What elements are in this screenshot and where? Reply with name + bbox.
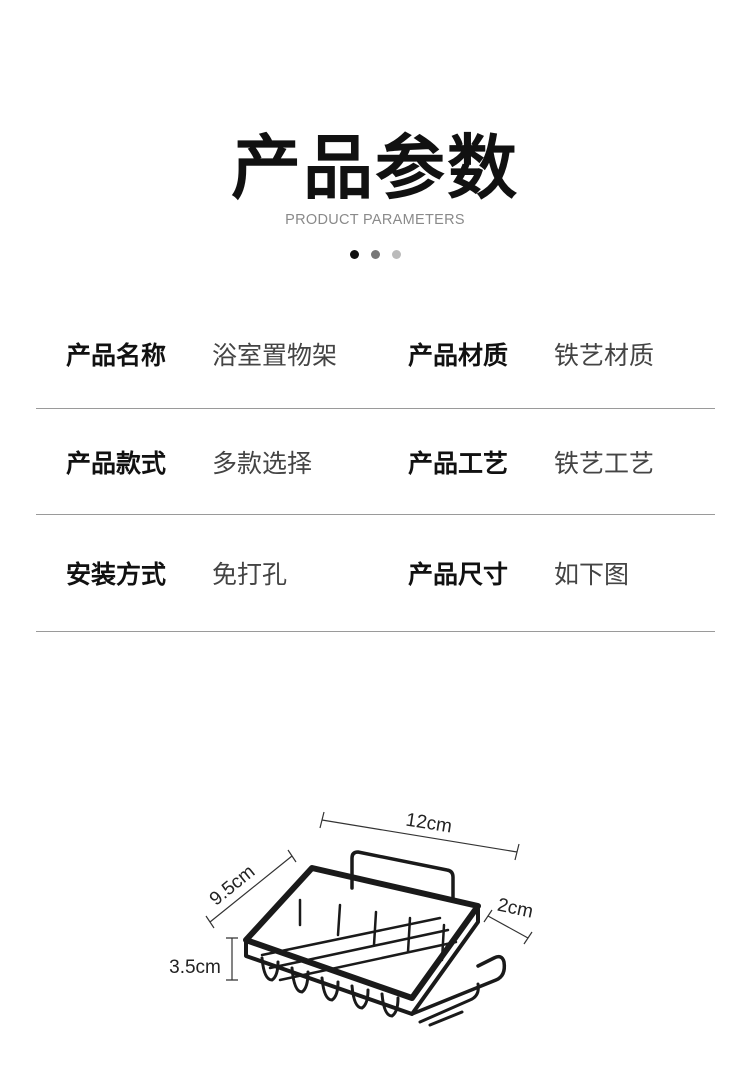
parameter-row: 安装方式 免打孔 产品尺寸 如下图 <box>36 515 715 632</box>
hook-dimension-line <box>483 909 533 945</box>
side-clip-upper <box>410 954 507 1016</box>
dimension-lines <box>205 811 533 981</box>
page-subtitle: PRODUCT PARAMETERS <box>285 212 465 228</box>
dot-2 <box>370 250 380 259</box>
param-install: 安装方式 免打孔 <box>66 515 287 631</box>
height-dimension-line <box>226 937 238 981</box>
param-value: 免打孔 <box>212 560 288 589</box>
dot-1 <box>349 250 359 259</box>
length-dimension-line <box>319 811 520 861</box>
param-value: 如下图 <box>554 560 630 589</box>
parameter-row: 产品款式 多款选择 产品工艺 铁艺工艺 <box>36 409 715 515</box>
param-label: 产品款式 <box>66 448 167 478</box>
decorative-dots <box>0 250 750 259</box>
param-label: 安装方式 <box>66 560 167 589</box>
param-value: 浴室置物架 <box>212 341 338 370</box>
product-dimension-figure: 12cm 9.5cm 2cm 3.5cm <box>150 790 570 1040</box>
hook-label: 2cm <box>495 895 534 923</box>
side-clip-lower <box>418 982 480 1024</box>
bottom-loops <box>260 956 400 1018</box>
param-value: 多款选择 <box>212 448 313 478</box>
inner-rails <box>298 898 446 962</box>
param-size: 产品尺寸 如下图 <box>408 515 629 631</box>
rack-illustration <box>243 850 507 1027</box>
param-craft: 产品工艺 铁艺工艺 <box>408 409 654 514</box>
width-dimension-line <box>205 849 297 929</box>
parameter-row: 产品名称 浴室置物架 产品材质 铁艺材质 <box>36 300 715 409</box>
param-label: 产品工艺 <box>408 448 509 478</box>
side-clip-base <box>428 1010 464 1027</box>
length-label: 12cm <box>404 810 453 838</box>
back-hook <box>350 850 455 902</box>
param-value: 铁艺工艺 <box>554 448 655 478</box>
param-name: 产品名称 浴室置物架 <box>66 300 337 408</box>
width-label: 9.5cm <box>206 861 259 910</box>
param-label: 产品材质 <box>408 341 509 370</box>
page-title: 产品参数 <box>231 127 519 209</box>
dot-3 <box>391 250 401 259</box>
param-label: 产品名称 <box>66 341 167 370</box>
parameter-table: 产品名称 浴室置物架 产品材质 铁艺材质 产品款式 多款选择 产品工艺 铁艺工艺… <box>36 300 715 632</box>
param-material: 产品材质 铁艺材质 <box>408 300 654 408</box>
soap-rack-drawing: 12cm 9.5cm 2cm 3.5cm <box>169 810 535 1027</box>
param-value: 铁艺材质 <box>554 341 655 370</box>
height-label: 3.5cm <box>169 957 221 978</box>
param-style: 产品款式 多款选择 <box>66 409 312 514</box>
param-label: 产品尺寸 <box>408 560 509 589</box>
